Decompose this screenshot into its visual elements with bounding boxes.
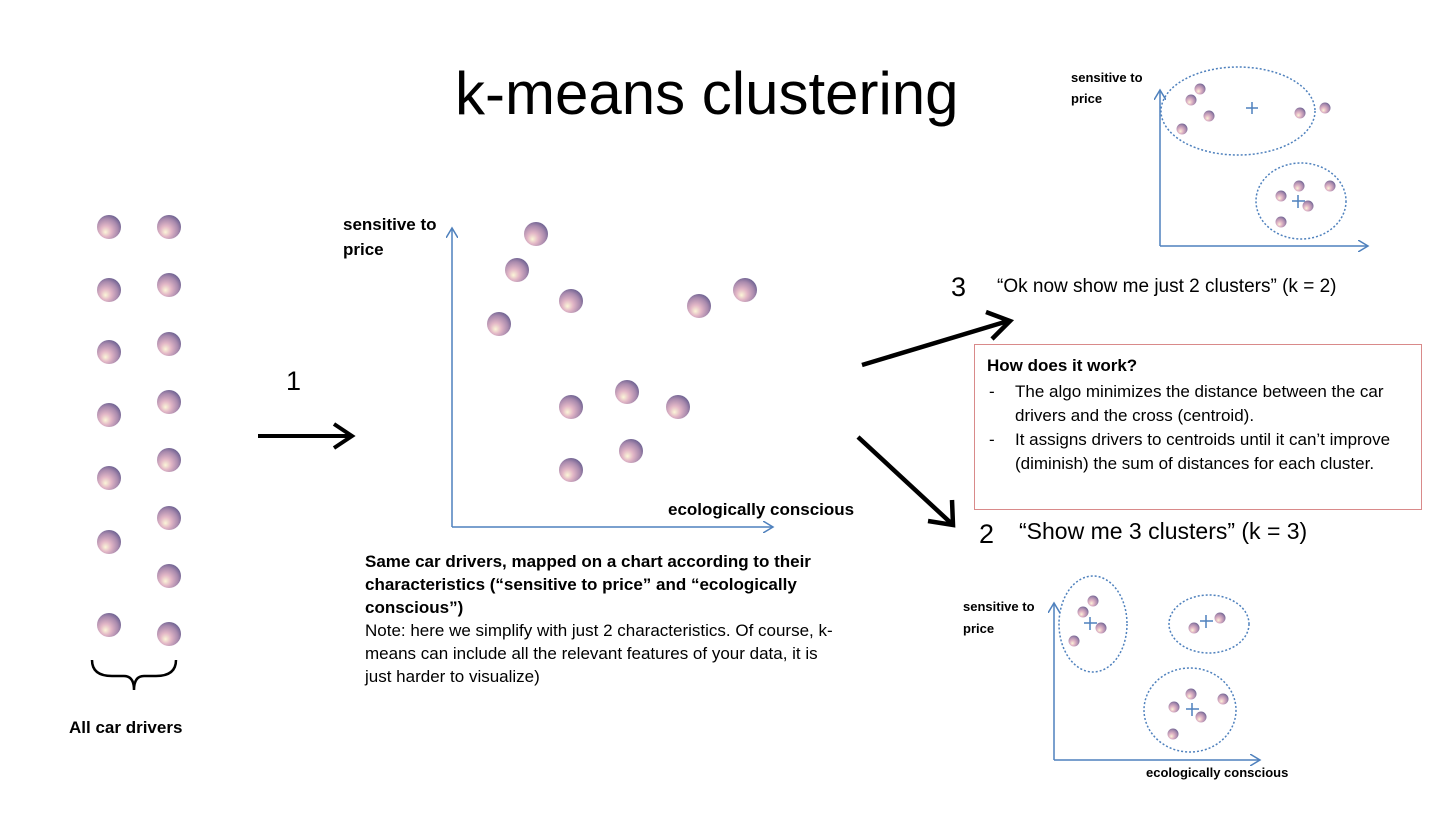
driver-point (1217, 693, 1229, 705)
driver-point (687, 294, 711, 318)
driver-point (1087, 595, 1099, 607)
driver-point (1176, 123, 1188, 135)
cluster-outline (1143, 667, 1237, 753)
info-heading: How does it work? (987, 356, 1138, 375)
driver-ball (157, 390, 181, 414)
all-drivers-label: All car drivers (69, 718, 183, 737)
driver-point (615, 380, 639, 404)
centroid-cross (1186, 703, 1199, 716)
k3-chart-xlabel: ecologically conscious (1146, 765, 1289, 780)
k2-chart-ylabel: sensitive to price (1071, 70, 1143, 106)
centroid-cross (1246, 102, 1258, 114)
driver-point (1275, 216, 1287, 228)
driver-point (1077, 606, 1089, 618)
driver-point (619, 439, 643, 463)
driver-point (559, 458, 583, 482)
driver-point (733, 278, 757, 302)
k3-chart-axes (1054, 603, 1260, 760)
driver-ball (97, 613, 121, 637)
driver-point (1095, 622, 1107, 634)
driver-point (1294, 107, 1306, 119)
driver-point (1068, 635, 1080, 647)
driver-point (1185, 94, 1197, 106)
driver-point (1194, 83, 1206, 95)
driver-point (1167, 728, 1179, 740)
driver-point (1293, 180, 1305, 192)
arrow-step-2 (856, 435, 956, 528)
step-1-number: 1 (286, 366, 302, 396)
middle-chart-points (487, 222, 757, 482)
centroid-cross (1200, 615, 1213, 628)
driver-point (1185, 688, 1197, 700)
driver-point (487, 312, 511, 336)
driver-ball (97, 466, 121, 490)
driver-point (559, 395, 583, 419)
driver-ball (157, 215, 181, 239)
driver-point (1203, 110, 1215, 122)
centroid-cross (1084, 617, 1097, 630)
driver-ball (157, 332, 181, 356)
driver-point (1214, 612, 1226, 624)
all-drivers-column (97, 215, 181, 646)
k2-clusters (1160, 66, 1347, 240)
info-box: How does it work? The algo minimizes the… (974, 344, 1422, 510)
arrow-step-1 (258, 422, 356, 450)
middle-chart-xlabel: ecologically conscious (668, 500, 855, 519)
cluster-outline (1160, 66, 1316, 156)
driver-point (559, 289, 583, 313)
driver-ball (157, 564, 181, 588)
driver-point (1324, 180, 1336, 192)
caption-note: Note: here we simplify with just 2 chara… (365, 621, 833, 686)
driver-ball (97, 530, 121, 554)
driver-point (1195, 711, 1207, 723)
driver-point (505, 258, 529, 282)
info-point: It assigns drivers to centroids until it… (987, 428, 1409, 476)
middle-chart-ylabel: sensitive to price (343, 215, 437, 259)
driver-point (1168, 701, 1180, 713)
arrow-step-3 (861, 309, 1015, 368)
driver-ball (97, 403, 121, 427)
step-1-caption: Same car drivers, mapped on a chart acco… (365, 550, 835, 688)
driver-ball (97, 278, 121, 302)
driver-point (524, 222, 548, 246)
step-2-number: 2 (979, 519, 995, 549)
driver-ball (97, 340, 121, 364)
info-list: The algo minimizes the distance between … (987, 380, 1409, 476)
curly-brace (90, 659, 178, 691)
k2-chart-axes (1160, 90, 1368, 246)
driver-ball (157, 448, 181, 472)
driver-ball (157, 622, 181, 646)
step-2-text: “Show me 3 clusters” (k = 3) (1019, 518, 1308, 544)
step-3-number: 3 (951, 272, 967, 302)
step-3-text: “Ok now show me just 2 clusters” (k = 2) (997, 276, 1337, 297)
cluster-outline (1255, 162, 1347, 240)
middle-chart-axes (452, 228, 773, 527)
cluster-outline (1058, 575, 1128, 673)
page-title: k-means clustering (455, 60, 959, 127)
caption-bold: Same car drivers, mapped on a chart acco… (365, 552, 811, 617)
driver-ball (157, 273, 181, 297)
driver-point (666, 395, 690, 419)
info-point: The algo minimizes the distance between … (987, 380, 1409, 428)
centroid-cross (1292, 195, 1305, 208)
driver-point (1302, 200, 1314, 212)
driver-point (1275, 190, 1287, 202)
k3-clusters (1058, 575, 1250, 753)
driver-point (1319, 102, 1331, 114)
cluster-outline (1168, 594, 1250, 654)
k3-chart-ylabel: sensitive to price (963, 599, 1035, 636)
driver-ball (97, 215, 121, 239)
driver-point (1188, 622, 1200, 634)
driver-ball (157, 506, 181, 530)
